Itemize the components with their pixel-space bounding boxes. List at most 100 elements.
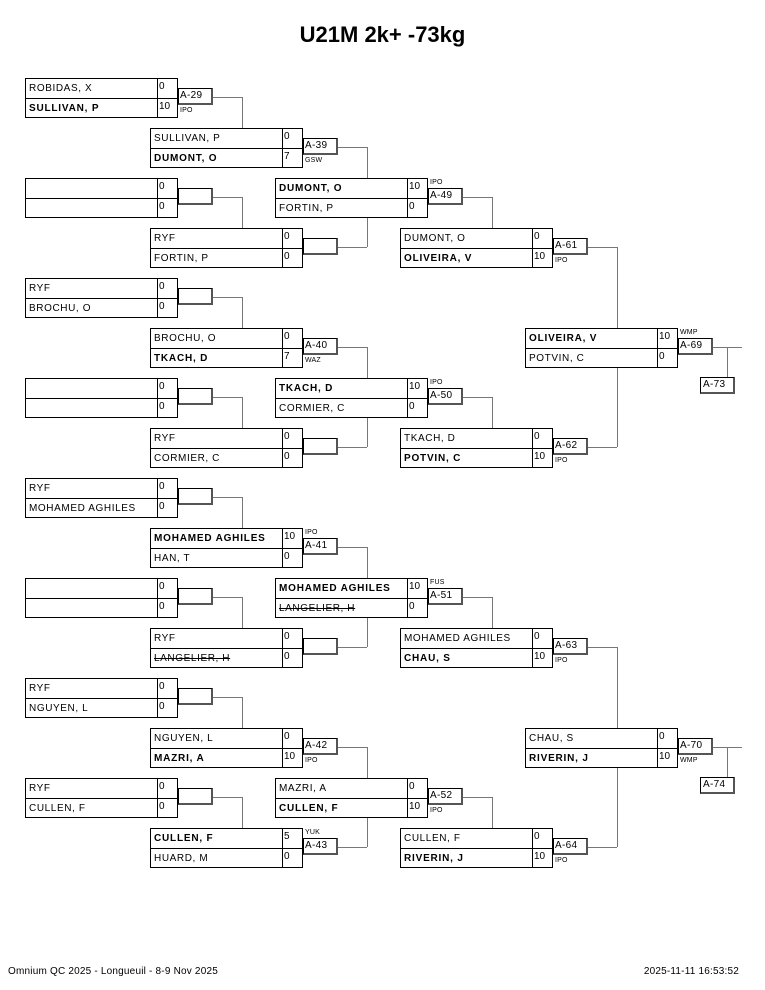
- competitor-name: CULLEN, F: [276, 799, 408, 818]
- competitor-score: 10: [284, 531, 296, 542]
- competitor-score: 0: [159, 781, 165, 792]
- connector-line: [588, 647, 617, 648]
- match-id-label[interactable]: A-64: [553, 838, 588, 855]
- next-match-label[interactable]: A-74: [700, 777, 735, 794]
- connector-line: [338, 247, 367, 248]
- connector-line: [727, 747, 728, 777]
- match-id-label[interactable]: [303, 438, 338, 455]
- match-id-label[interactable]: A-69: [678, 338, 713, 355]
- competitor-name: POTVIN, C: [526, 349, 658, 368]
- match-id-label[interactable]: [178, 588, 213, 605]
- competitor-name: RIVERIN, J: [401, 849, 533, 868]
- connector-line: [213, 397, 242, 398]
- match-id-label[interactable]: A-70: [678, 738, 713, 755]
- match-id-label[interactable]: A-43: [303, 838, 338, 855]
- competitor-score: 0: [284, 851, 290, 862]
- connector-line: [213, 597, 242, 598]
- match-id-label[interactable]: A-52: [428, 788, 463, 805]
- connector-line: [463, 397, 492, 398]
- competitor-score: 0: [159, 81, 165, 92]
- match-id-label[interactable]: A-29: [178, 88, 213, 105]
- match-id-label[interactable]: A-40: [303, 338, 338, 355]
- match-id-label[interactable]: A-41: [303, 538, 338, 555]
- competitor-name: RYF: [26, 479, 158, 498]
- match-id-label[interactable]: [178, 288, 213, 305]
- competitor-score: 10: [534, 251, 546, 262]
- connector-line: [367, 218, 368, 247]
- connector-line: [242, 397, 243, 428]
- match-id-label[interactable]: A-49: [428, 188, 463, 205]
- match-id-label[interactable]: A-62: [553, 438, 588, 455]
- competitor-row: 0: [26, 579, 178, 599]
- connector-line: [617, 368, 618, 447]
- connector-line: [213, 297, 242, 298]
- connector-line: [367, 618, 368, 647]
- match-id-label[interactable]: A-51: [428, 588, 463, 605]
- competitor-name: [26, 179, 158, 198]
- competitor-score: 0: [159, 401, 165, 412]
- competitor-row: 0: [26, 379, 178, 399]
- competitor-score: 10: [659, 751, 671, 762]
- connector-line: [463, 797, 492, 798]
- match-id-label[interactable]: A-39: [303, 138, 338, 155]
- competitor-name: MOHAMED AGHILES: [401, 629, 533, 648]
- next-match-label[interactable]: A-73: [700, 377, 735, 394]
- competitor-score: 0: [659, 351, 665, 362]
- result-code: WMP: [680, 757, 698, 764]
- footer-timestamp: 2025-11-11 16:53:52: [643, 966, 739, 977]
- match-id-label[interactable]: A-61: [553, 238, 588, 255]
- match-id-label[interactable]: [303, 238, 338, 255]
- connector-line: [492, 597, 493, 628]
- result-code: WAZ: [305, 357, 321, 364]
- competitor-name: BROCHU, O: [151, 329, 283, 348]
- match-id-label[interactable]: A-63: [553, 638, 588, 655]
- connector-line: [242, 497, 243, 528]
- match-id-label[interactable]: [303, 638, 338, 655]
- competitor-name: LANGELIER, H: [276, 599, 408, 618]
- competitor-score: 10: [534, 651, 546, 662]
- competitor-name: ROBIDAS, X: [26, 79, 158, 98]
- competitor-name: [26, 599, 158, 618]
- match-id-label[interactable]: [178, 788, 213, 805]
- competitor-name: TKACH, D: [276, 379, 408, 398]
- connector-line: [492, 797, 493, 828]
- competitor-score: 0: [159, 501, 165, 512]
- bracket-title: U21M 2k+ -73kg: [299, 22, 466, 47]
- connector-line: [588, 847, 617, 848]
- competitor-name: NGUYEN, L: [151, 729, 283, 748]
- competitor-score: 0: [159, 181, 165, 192]
- match-id-label[interactable]: [178, 388, 213, 405]
- competitor-score: 10: [534, 451, 546, 462]
- connector-line: [338, 347, 367, 348]
- competitor-name: SULLIVAN, P: [151, 129, 283, 148]
- competitor-name: RYF: [151, 429, 283, 448]
- match-id-label[interactable]: A-42: [303, 738, 338, 755]
- competitor-score: 0: [159, 481, 165, 492]
- competitor-name: CORMIER, C: [276, 399, 408, 418]
- match-id-label[interactable]: [178, 488, 213, 505]
- match-id-label[interactable]: [178, 688, 213, 705]
- match-id-label[interactable]: A-50: [428, 388, 463, 405]
- result-code: IPO: [555, 257, 568, 264]
- match-id-label[interactable]: [178, 188, 213, 205]
